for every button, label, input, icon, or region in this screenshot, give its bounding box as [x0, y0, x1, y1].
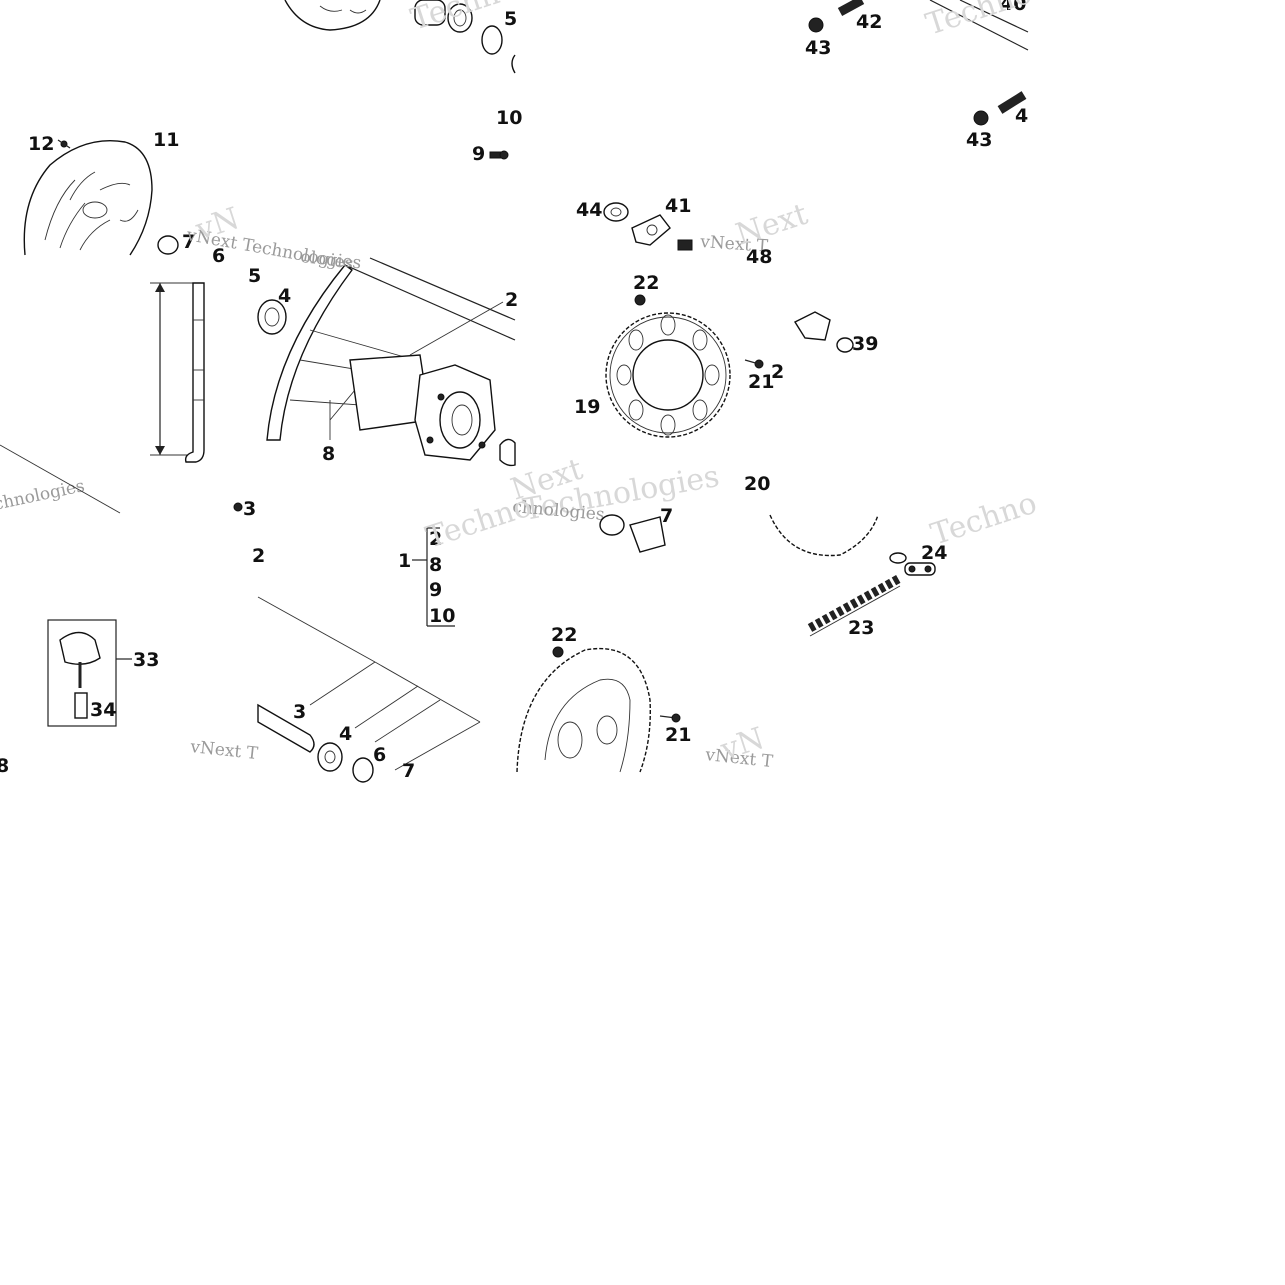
watermark-ologies: ologies — [299, 247, 362, 273]
circlip-5 — [481, 25, 503, 55]
callout-7b: 7 — [402, 760, 415, 782]
callout-9: 9 — [472, 143, 485, 165]
kit-item-3: 9 — [429, 579, 442, 601]
callout-42b: 4 — [1015, 105, 1028, 127]
callout-24: 24 — [921, 542, 947, 564]
sprocket-lower — [516, 647, 651, 773]
nut-43 — [973, 110, 989, 126]
valve-box — [47, 619, 117, 727]
callout-22c: 22 — [551, 624, 577, 646]
axle-3 — [257, 703, 315, 753]
callout-43b: 43 — [966, 129, 992, 151]
kit-item-4: 10 — [429, 605, 455, 627]
bearing-4b — [317, 742, 343, 772]
tile-brake-disc: 12 11 7 6 vNext Technologies vN — [23, 0, 381, 274]
bolt-21b — [659, 713, 681, 723]
watermark-techno-2: Techno — [922, 0, 1036, 43]
tile-wheel-hub: 4 5 8 2 ologies — [248, 247, 518, 467]
cap-39 — [836, 337, 854, 353]
bolt-42 — [837, 0, 865, 16]
callout-44: 44 — [576, 199, 602, 221]
callout-34: 34 — [90, 699, 116, 721]
kit-bracket — [412, 527, 455, 627]
rim — [266, 264, 353, 441]
watermark-vnext-t: vNext T — [699, 232, 770, 257]
nut-22 — [634, 294, 646, 306]
adjuster-block — [793, 311, 831, 341]
watermark-techno-4: Techno — [927, 486, 1041, 553]
callout-3: 3 — [293, 701, 306, 723]
callout-39: 39 — [852, 333, 878, 355]
nut-43-top — [808, 17, 824, 33]
bolt-42b — [997, 91, 1027, 114]
watermark-chnologies: chnologies — [0, 476, 86, 515]
nut-22b — [552, 646, 564, 658]
tile-chain: 23 24 Techno — [807, 486, 1041, 639]
callout-19: 19 — [574, 396, 600, 418]
callout-4: 4 — [278, 285, 291, 307]
callout-6b: 6 — [373, 744, 386, 766]
callout-43: 43 — [805, 37, 831, 59]
tile-sprocket-lower: 7 22 21 vNext T vN — [516, 505, 775, 773]
callout-11: 11 — [153, 129, 179, 151]
callout-8: 8 — [322, 443, 335, 465]
callout-42: 42 — [856, 11, 882, 33]
callout-6: 6 — [212, 245, 225, 267]
sprocket-19 — [605, 312, 731, 438]
callout-2c: 2 — [252, 545, 265, 567]
seal-6 — [352, 757, 374, 783]
tile-spoke: chnologies 3 — [0, 282, 256, 520]
bolt-21 — [744, 359, 764, 369]
tile-axle-adjuster: 42 43 41 44 vNext T 48 Next — [576, 0, 882, 268]
callout-5b: 5 — [248, 265, 261, 287]
brake-disc-part — [23, 139, 153, 256]
callout-8b: 8 — [0, 755, 9, 777]
watermark-next: Next — [732, 197, 812, 253]
callout-2: 2 — [505, 289, 518, 311]
callout-22: 22 — [633, 272, 659, 294]
callout-40: 40 — [1000, 0, 1026, 15]
adjuster-41 — [631, 214, 671, 246]
callout-7: 7 — [182, 231, 195, 253]
callout-4b: 4 — [339, 723, 352, 745]
kit-item-1: 2 — [429, 528, 442, 550]
callout-48: 48 — [746, 246, 772, 268]
callout-1: 1 — [398, 550, 411, 572]
master-link-24 — [889, 552, 936, 576]
seal-7 — [157, 235, 179, 255]
watermark-tech-3: Techno — [422, 489, 536, 556]
tile-swingarm: 40 4 43 Techno — [922, 0, 1036, 151]
hub — [349, 354, 496, 461]
chain-23 — [807, 574, 903, 637]
screw-9 — [489, 150, 509, 160]
nut-44 — [603, 202, 629, 222]
kit-item-2: 8 — [429, 554, 442, 576]
callout-23: 23 — [848, 617, 874, 639]
callout-30: 3 — [243, 498, 256, 520]
spacer-7 — [629, 516, 666, 553]
tile-bearing: 5 10 9 Techno — [407, 0, 522, 165]
watermark-vnext-t-2: vNext T — [188, 737, 259, 764]
callout-7c: 7 — [660, 505, 673, 527]
callout-41: 41 — [665, 195, 691, 217]
callout-20: 20 — [744, 473, 770, 495]
callout-22b: 2 — [771, 361, 784, 383]
tile-sprocket-19: 22 19 21 2 39 20 Next Technologies chnol… — [507, 272, 879, 557]
tile-axle-kit: 1 2 8 9 10 2 3 4 6 7 Techno — [252, 489, 536, 783]
callout-33: 33 — [133, 649, 159, 671]
callout-10: 10 — [496, 107, 522, 129]
callout-21: 21 — [748, 371, 774, 393]
tile-valve: 33 34 8 vNext T — [0, 619, 260, 777]
callout-5: 5 — [504, 8, 517, 30]
bolt-12 — [57, 139, 71, 149]
callout-21b: 21 — [665, 724, 691, 746]
callout-12: 12 — [28, 133, 54, 155]
bearing-4 — [257, 299, 287, 335]
